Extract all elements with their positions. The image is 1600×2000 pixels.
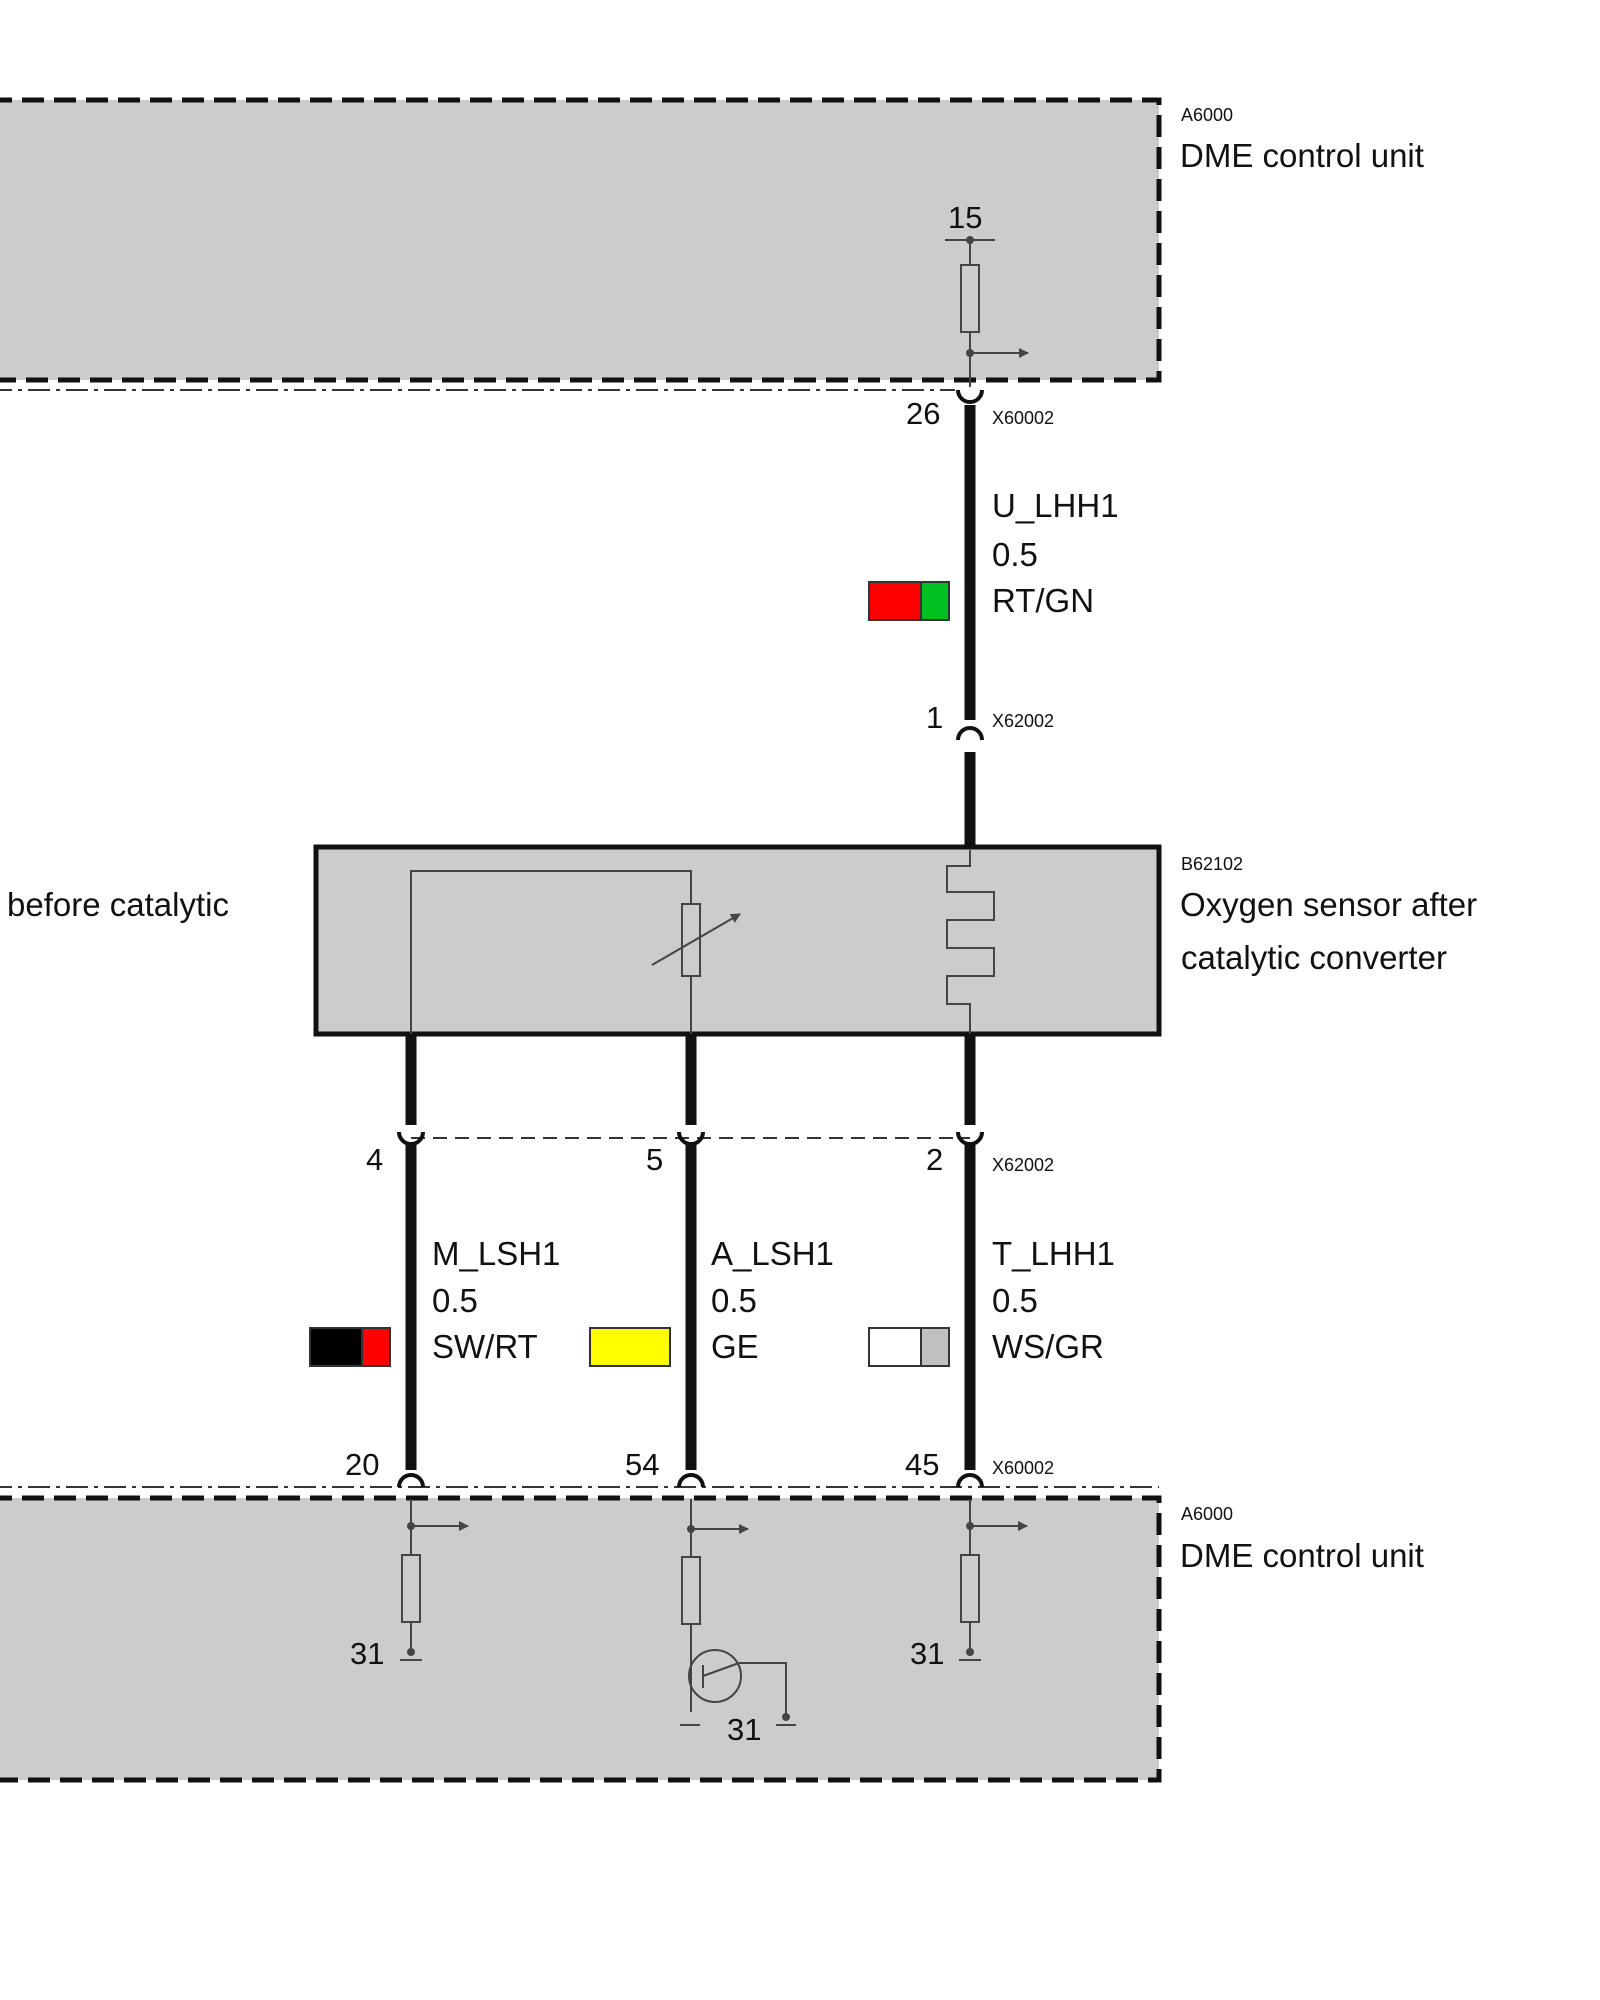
oxygen-sensor-component: B62102 Oxygen sensor after catalytic con… (313, 844, 1477, 1037)
pin-1-contact (956, 726, 984, 741)
wire-t-lhh1-color-swatch (868, 1327, 950, 1367)
pin-45-label: 45 (905, 1447, 939, 1482)
wire-top-color-swatch (868, 581, 950, 621)
pin-5-label: 5 (646, 1142, 663, 1177)
pin-20-label: 20 (345, 1447, 379, 1482)
wire-t-lhh1-gauge: 0.5 (992, 1282, 1038, 1319)
wire-a-lsh1-signal: A_LSH1 (711, 1235, 834, 1272)
sensor-top-connector-code: X62002 (992, 711, 1054, 731)
bottom-unit-name: DME control unit (1180, 1537, 1424, 1574)
pin-2-label: 2 (926, 1142, 943, 1177)
wire-m-lsh1-signal: M_LSH1 (432, 1235, 560, 1272)
transistor-circuit-pin-54 (680, 1499, 796, 1726)
pin-54-label: 54 (625, 1447, 659, 1482)
wire-t-lhh1-color-code: WS/GR (992, 1328, 1104, 1365)
wire-a-lsh1-color-swatch (589, 1327, 671, 1367)
wire-t-lhh1-signal: T_LHH1 (992, 1235, 1115, 1272)
wire-a-lsh1-gauge: 0.5 (711, 1282, 757, 1319)
wire-a-lsh1-color-code: GE (711, 1328, 759, 1365)
top-unit-code: A6000 (1181, 105, 1233, 125)
sensor-code: B62102 (1181, 854, 1243, 874)
pin-26-label: 26 (906, 396, 940, 431)
wire-top-signal: U_LHH1 (992, 487, 1119, 524)
pin-26-contact (956, 389, 984, 404)
wire-m-lsh1-color-swatch (309, 1327, 391, 1367)
ground-31-middle-label: 31 (727, 1712, 761, 1747)
sensor-bottom-contacts (397, 1131, 984, 1146)
top-connector-code: X60002 (992, 408, 1054, 428)
wire-top-color-code: RT/GN (992, 582, 1094, 619)
bottom-dme-control-unit: A6000 DME control unit 31 (0, 1495, 1424, 1783)
sensor-name-line1: Oxygen sensor after (1180, 886, 1477, 923)
top-pullup-resistor-circuit (945, 239, 1029, 387)
top-unit-name: DME control unit (1180, 137, 1424, 174)
sensor-bottom-connector-code: X62002 (992, 1155, 1054, 1175)
pulldown-circuit-pin-20 (400, 1499, 469, 1661)
ground-31-left-label: 31 (350, 1636, 384, 1671)
bottom-wires (405, 1145, 976, 1470)
bottom-unit-contacts (397, 1473, 984, 1488)
wire-top-gauge: 0.5 (992, 536, 1038, 573)
bottom-unit-code: A6000 (1181, 1504, 1233, 1524)
pin-1-label: 1 (926, 700, 943, 735)
left-partial-label: before catalytic (7, 886, 229, 923)
bottom-connector-code: X60002 (992, 1458, 1054, 1478)
terminal-15-label: 15 (948, 200, 982, 235)
sensor-output-stubs (405, 1034, 976, 1125)
ground-31-right-label: 31 (910, 1636, 944, 1671)
sensor-name-line2: catalytic converter (1181, 939, 1447, 976)
pin-4-label: 4 (366, 1142, 383, 1177)
top-dme-control-unit: A6000 DME control unit 15 (0, 97, 1424, 387)
wire-m-lsh1-gauge: 0.5 (432, 1282, 478, 1319)
wire-m-lsh1-color-code: SW/RT (432, 1328, 538, 1365)
